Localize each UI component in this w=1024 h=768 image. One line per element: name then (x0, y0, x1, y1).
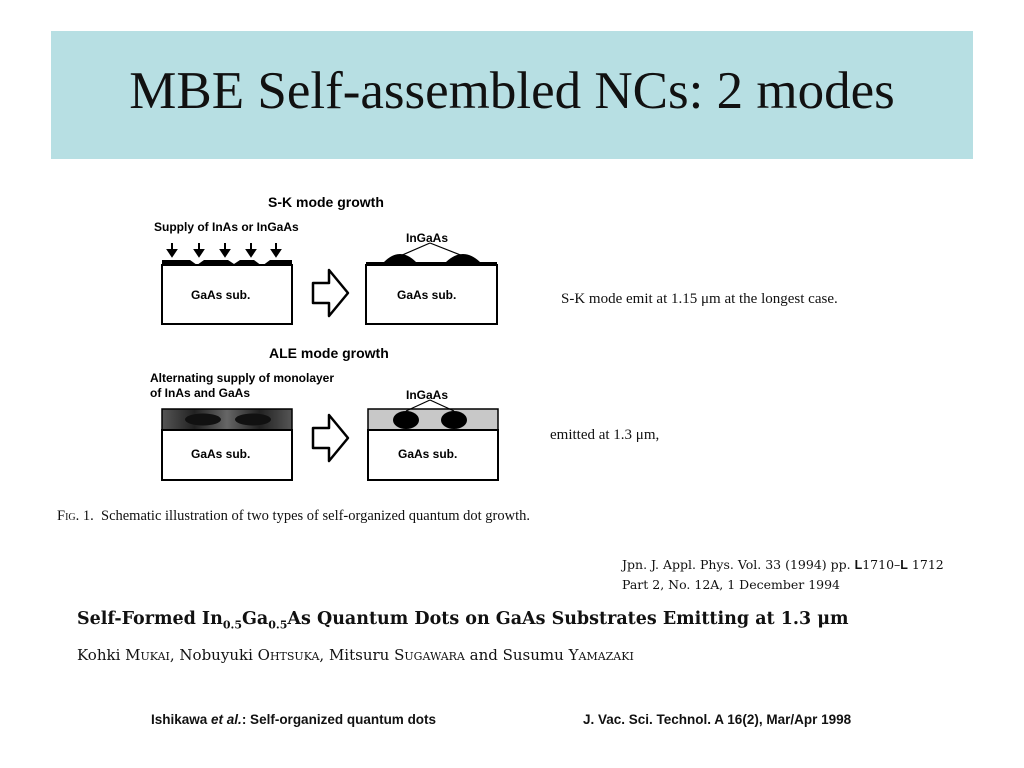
ale-note: emitted at 1.3 μm, (550, 427, 660, 443)
footer-reference-left: Ishikawa et al.: Self-organized quantum … (151, 712, 436, 727)
footer-reference-right: J. Vac. Sci. Technol. A 16(2), Mar/Apr 1… (583, 712, 852, 727)
sk-heading: S-K mode growth (268, 194, 384, 210)
dot-label: InGaAs (406, 388, 449, 402)
author-last: Yamazaki (568, 646, 634, 664)
slide-title: MBE Self-assembled NCs: 2 modes (129, 62, 895, 120)
page-prefix: L (854, 558, 863, 572)
sk-supply-label: Supply of InAs or InGaAs (154, 220, 299, 234)
author-first: Mitsuru (328, 646, 390, 664)
title-bar: MBE Self-assembled NCs: 2 modes (51, 31, 973, 159)
author-last: Mukai (125, 646, 170, 664)
substrate-label: GaAs sub. (397, 288, 457, 302)
paper-title-part: Ga (241, 609, 269, 629)
paper-authors: Kohki Mukai, Nobuyuki Ohtsuka, Mitsuru S… (77, 646, 634, 664)
footer-author: Ishikawa (151, 712, 212, 727)
ale-substrate-right (367, 399, 499, 481)
paper-title-subscript: 0.5 (268, 618, 288, 632)
paper-title-part: As Quantum Dots on GaAs Substrates Emitt… (287, 609, 849, 629)
ale-heading: ALE mode growth (269, 345, 389, 361)
substrate-label: GaAs sub. (398, 447, 458, 461)
author-last: Sugawara (394, 646, 465, 664)
supply-arrows (166, 243, 282, 258)
footer-topic: : Self-organized quantum dots (241, 712, 437, 727)
footer-etal: et al. (211, 712, 242, 727)
ale-supply-line2: of InAs and GaAs (150, 386, 251, 400)
substrate-label: GaAs sub. (191, 447, 251, 461)
page-prefix: L (900, 558, 908, 572)
citation-line2: Part 2, No. 12A, 1 December 1994 (622, 577, 840, 592)
author-first: Kohki (77, 646, 121, 664)
caption-text: Schematic illustration of two types of s… (101, 508, 531, 524)
ale-arrow-icon (311, 413, 350, 463)
caption-fig-label: Fig. 1. (57, 508, 94, 524)
author-sep: , (319, 646, 329, 664)
ale-supply-line1: Alternating supply of monolayer (150, 371, 335, 385)
pages-start: 1710– (862, 557, 901, 572)
paper-title: Self-Formed In0.5Ga0.5As Quantum Dots on… (77, 609, 849, 632)
author-sep: , (169, 646, 180, 664)
citation-line1: Jpn. J. Appl. Phys. Vol. 33 (1994) pp. (622, 557, 851, 572)
pages-end: 1712 (911, 557, 944, 572)
sk-note: S-K mode emit at 1.15 μm at the longest … (561, 291, 838, 307)
author-first: Nobuyuki (179, 646, 253, 664)
author-last: Ohtsuka (257, 646, 320, 664)
author-first: Susumu (502, 646, 564, 664)
ale-substrate-left (161, 408, 293, 481)
substrate-label: GaAs sub. (191, 288, 251, 302)
dot-label: InGaAs (406, 231, 449, 245)
citation: Jpn. J. Appl. Phys. Vol. 33 (1994) pp. L… (622, 555, 944, 594)
figure-caption: Fig. 1. Schematic illustration of two ty… (57, 507, 597, 526)
sk-substrate-left (161, 260, 293, 325)
paper-title-subscript: 0.5 (222, 618, 242, 632)
paper-title-part: Self-Formed In (77, 609, 223, 629)
author-sep: and (464, 646, 503, 664)
sk-substrate-right (365, 242, 498, 325)
sk-arrow-icon (311, 268, 350, 318)
growth-schematic (161, 242, 499, 481)
